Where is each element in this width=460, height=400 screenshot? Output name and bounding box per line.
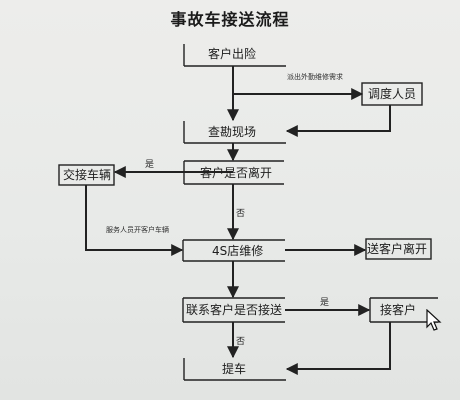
note-service-handover: 服务人员开客户车辆 [106,226,169,234]
node-contact-pickup-q: 联系客户是否接送 [186,303,283,317]
node-customer-incident-shape [183,44,286,67]
edge-label-no-contact: 否 [236,337,246,347]
node-survey-scene-shape [183,121,286,144]
connectors [85,66,391,375]
node-pickup-customer: 接客户 [380,303,417,317]
node-dispatcher: 调度人员 [368,87,417,101]
node-hand-over-vehicle: 交接车辆 [63,168,112,182]
node-customer-incident: 客户出险 [208,47,257,61]
node-send-customer-away: 送客户离开 [367,242,428,256]
edge-label-yes-contact: 是 [320,298,330,308]
node-shop-repair: 4S店维修 [212,244,264,258]
edge-label-yes-leave: 是 [145,160,155,170]
edge-label-no-leave: 否 [236,209,246,219]
mouse-pointer-icon [426,309,442,331]
node-pick-up-car: 提车 [222,362,247,376]
edge-pickup-to-pickcar [285,322,391,375]
node-survey-scene: 查勘现场 [208,125,257,139]
edge-dispatcher-to-survey [285,105,391,137]
node-pick-up-car-shape [183,358,286,381]
note-dispatch-request: 派出外勤维修需求 [287,73,343,81]
edge-handover-to-repair [85,185,184,256]
page-title: 事故车接送流程 [170,10,290,29]
node-customer-leave-q: 客户是否离开 [200,166,273,180]
